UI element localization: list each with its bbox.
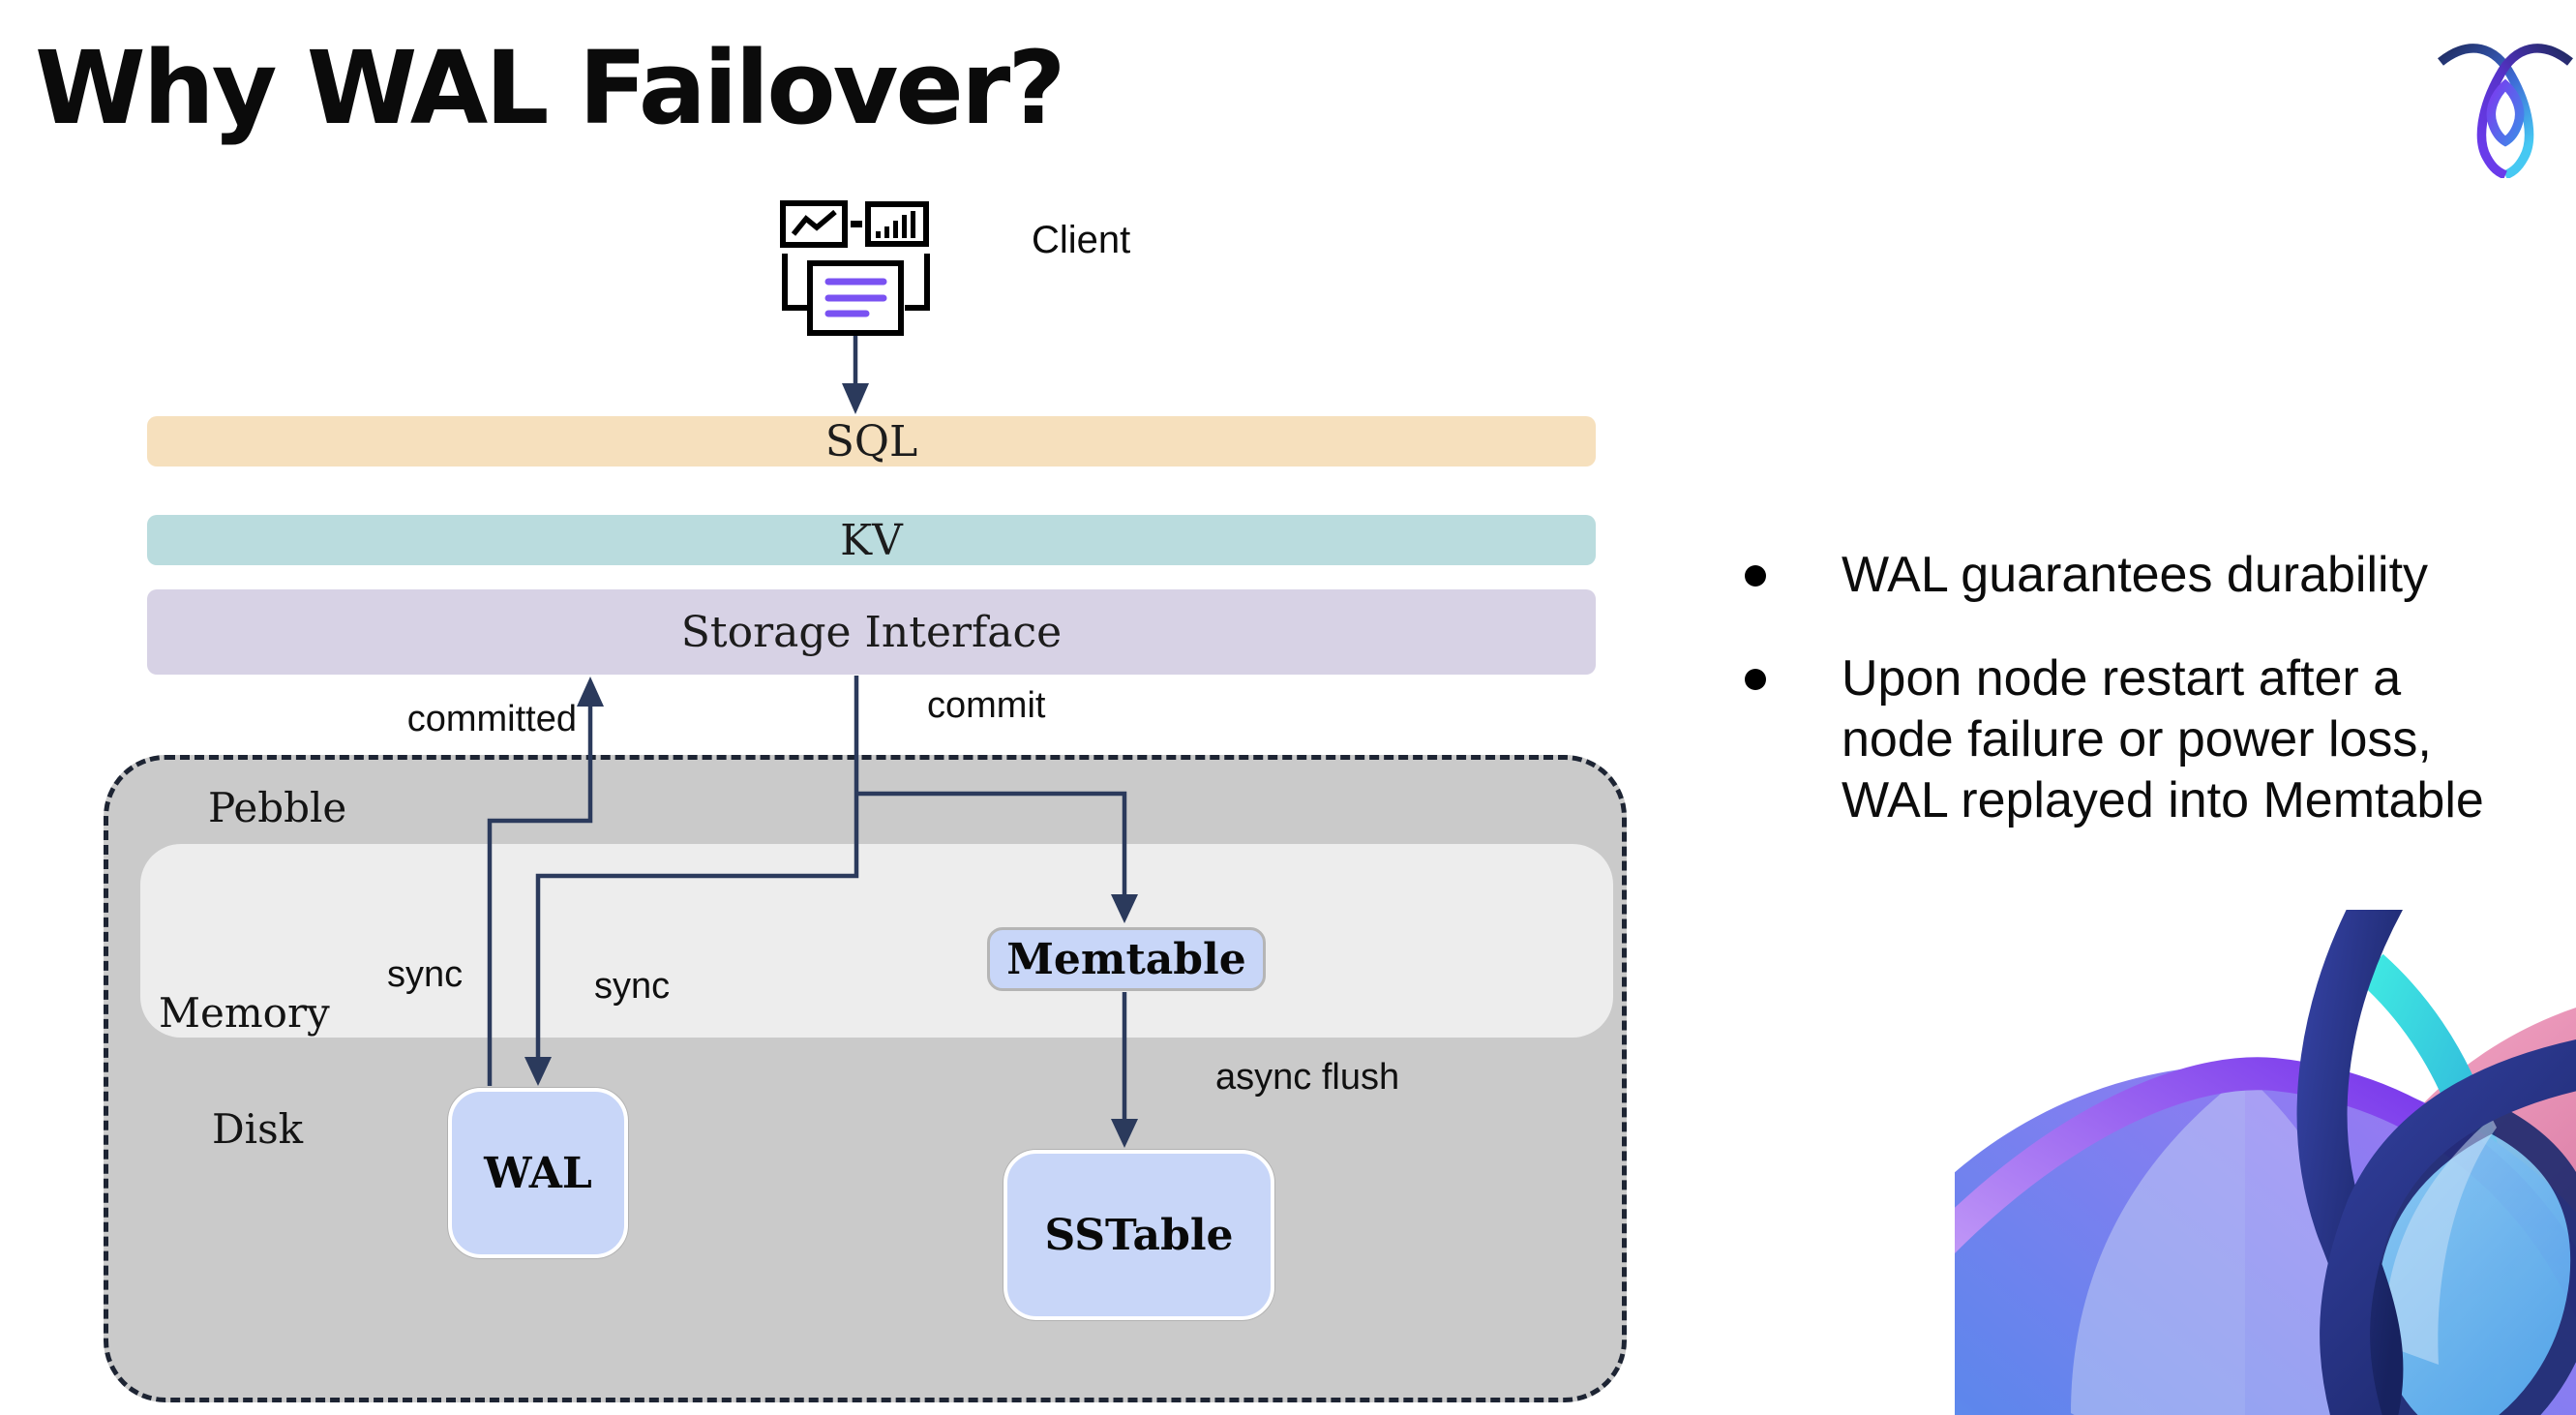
arrowhead-memtable xyxy=(1111,894,1138,923)
arrowhead-wal xyxy=(524,1057,552,1086)
line-chart-icon xyxy=(780,200,848,248)
bracket-right xyxy=(905,254,930,311)
node-memtable: Memtable xyxy=(987,927,1266,991)
client-label: Client xyxy=(1032,219,1131,261)
memory-label: Memory xyxy=(159,989,330,1037)
layer-label-sql: SQL xyxy=(824,416,918,467)
node-sstable-label: SSTable xyxy=(1044,1210,1234,1260)
glyph-stroke xyxy=(2296,910,2404,1415)
node-sstable: SSTable xyxy=(1003,1150,1274,1320)
cockroachdb-logo-icon xyxy=(2438,44,2573,178)
memory-band xyxy=(140,844,1613,1038)
bullet-icon xyxy=(1745,669,1766,690)
edge-label-sync-right: sync xyxy=(594,966,671,1007)
edge-label-commit: commit xyxy=(927,685,1046,726)
arrowhead-storage xyxy=(577,677,604,707)
bullet-text: Upon node restart after a node failure o… xyxy=(1842,650,2484,828)
glyph-stroke xyxy=(2320,1039,2576,1415)
edge-commit-branch-to-memtable xyxy=(856,791,1127,894)
list-item: WAL guarantees durability xyxy=(1745,545,2538,606)
layer-bar-storage-interface: Storage Interface xyxy=(147,589,1596,675)
bullet-text: WAL guarantees durability xyxy=(1842,547,2429,603)
list-item: Upon node restart after a node failure o… xyxy=(1745,648,2538,831)
disk-label: Disk xyxy=(212,1105,304,1153)
node-memtable-label: Memtable xyxy=(1006,934,1246,984)
page-title: Why WAL Failover? xyxy=(35,29,1066,147)
layer-bar-sql: SQL xyxy=(147,416,1596,467)
layer-label-storage-interface: Storage Interface xyxy=(680,607,1063,657)
node-wal-label: WAL xyxy=(484,1148,592,1198)
client-workstation-icon xyxy=(780,200,930,336)
sphere-highlight xyxy=(2071,1074,2245,1415)
bullet-icon xyxy=(1745,565,1766,587)
edge-label-sync-left: sync xyxy=(387,954,464,995)
node-wal: WAL xyxy=(448,1088,628,1258)
layer-label-kv: KV xyxy=(840,515,903,565)
pebble-label: Pebble xyxy=(208,784,347,831)
bullet-list: WAL guarantees durability Upon node rest… xyxy=(1745,545,2538,874)
bracket-left xyxy=(782,254,807,311)
edge-commit-storage-to-wal xyxy=(535,676,859,1057)
leaf-highlight xyxy=(2384,1118,2497,1365)
arrowhead-sstable xyxy=(1111,1119,1138,1148)
edge-committed-wal-to-storage xyxy=(487,705,593,1086)
arrowhead-sql xyxy=(842,383,869,414)
dash-icon xyxy=(851,221,862,227)
brand-art-graphic xyxy=(1955,910,2576,1415)
edge-label-async-flush: async flush xyxy=(1215,1057,1400,1098)
layer-bar-kv: KV xyxy=(147,515,1596,565)
edge-label-committed: committed xyxy=(406,699,577,739)
